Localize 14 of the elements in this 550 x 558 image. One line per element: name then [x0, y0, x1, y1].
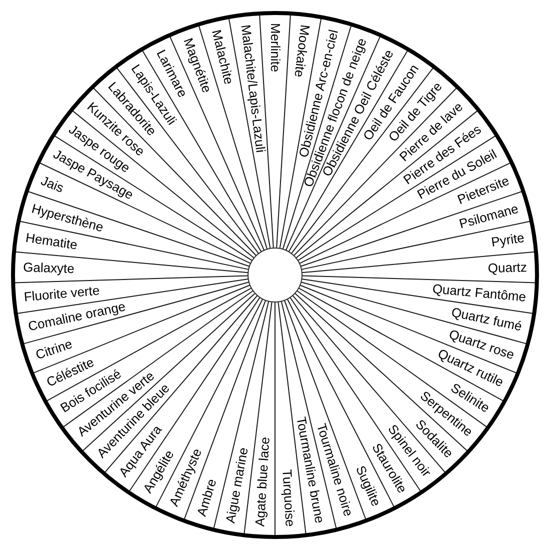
stone-name: Galaxyte: [22, 260, 75, 278]
stone-name: Agate blue lace: [252, 436, 274, 528]
stone-name: Mookaite: [290, 24, 313, 78]
stone-name: Aigue marine: [222, 446, 252, 524]
stone-name: Hematite: [24, 230, 78, 254]
stone-name: Citrine: [34, 336, 74, 362]
stone-name: Fluorite verte: [23, 282, 100, 304]
stone-name: Turquoise: [278, 468, 298, 528]
stone-name: Pyrite: [490, 230, 526, 251]
stone-name: Jais: [38, 172, 66, 196]
stone-name: Quartz: [488, 260, 528, 277]
stone-name: Quartz Fantôme: [432, 281, 527, 306]
stone-name: Malachite: [209, 28, 237, 86]
stone-name: Merlinite: [267, 23, 283, 72]
